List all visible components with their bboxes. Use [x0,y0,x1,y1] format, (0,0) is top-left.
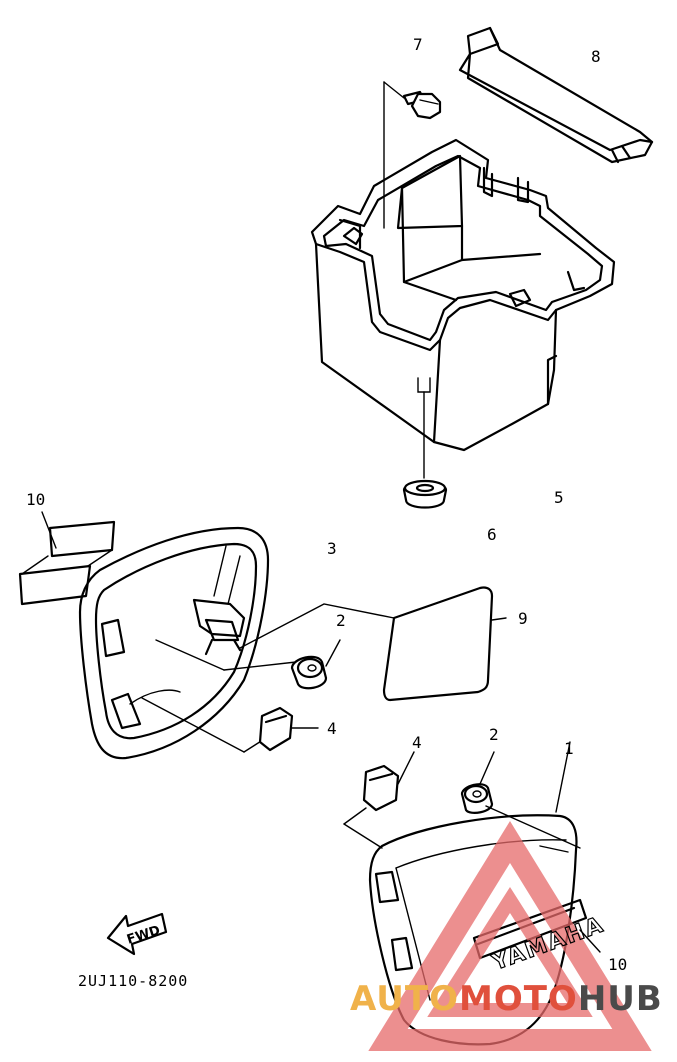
emblem-sticker-part [18,511,116,606]
label-9: 9 [518,609,528,628]
label-3: 3 [327,539,337,558]
svg-text:AUTOMOTOHUB: AUTOMOTOHUB [350,979,663,1019]
battery-box-part [310,138,616,452]
label-5: 5 [554,488,564,507]
label-1: 1 [564,739,574,758]
label-7: 7 [413,35,423,54]
grommet-part-lower [460,751,581,849]
label-4-upper: 4 [327,719,337,738]
label-4-lower: 4 [412,733,422,752]
damper-part [402,391,448,509]
label-10-lower: 10 [608,955,627,974]
clip-part-lower [343,751,415,849]
label-10-upper: 10 [26,490,45,509]
label-8: 8 [591,47,601,66]
watermark-text-c: HUB [578,979,663,1019]
watermark-logo [368,821,652,1051]
left-side-cover-part [78,526,270,760]
grommet-part-upper [223,639,341,690]
label-6: 6 [487,525,497,544]
clip-part-upper [258,706,319,752]
fwd-direction-arrow [106,912,168,956]
watermark-text-b: MOTO [459,979,578,1019]
battery-band-part [458,26,654,164]
fwd-label: FWD [125,923,162,948]
bolt-part [383,81,442,229]
label-2-upper: 2 [336,611,346,630]
watermark-text-a: AUTO [350,979,459,1019]
label-2-lower: 2 [489,725,499,744]
sticker-part [239,586,507,702]
part-code: 2UJ110-8200 [78,972,188,990]
